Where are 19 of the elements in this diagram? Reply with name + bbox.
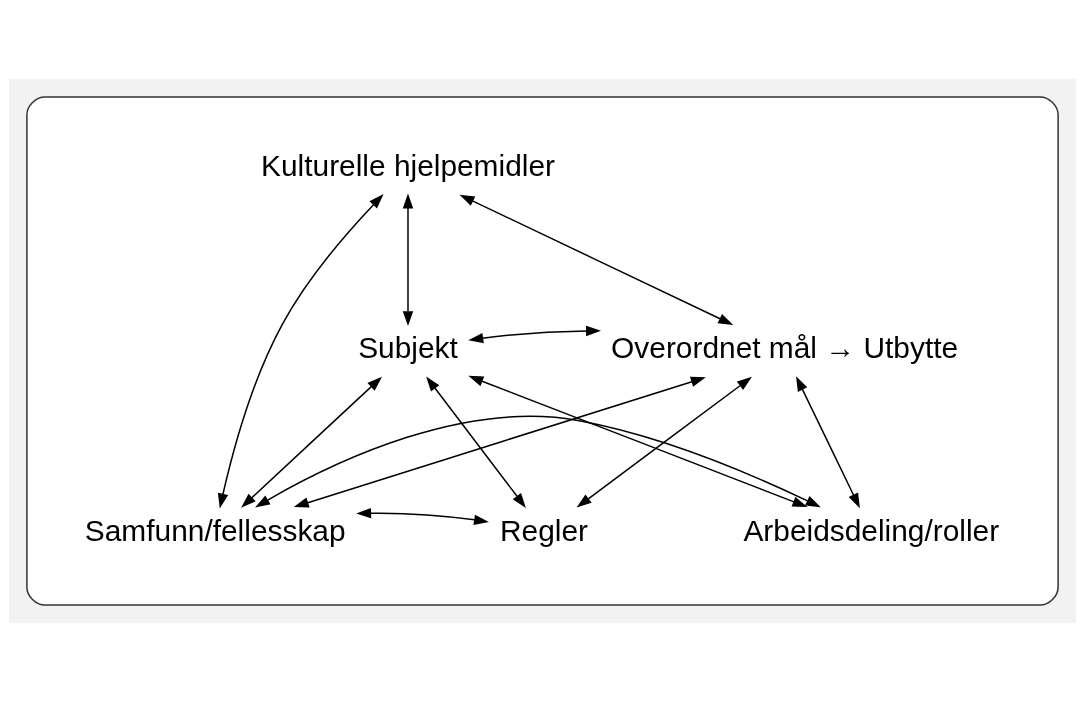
node-text: Regler [499,513,588,547]
arrow [293,376,706,508]
arrow [468,325,601,344]
arrow [241,376,383,508]
arrow [402,193,414,327]
node-text: Overordnet mål → Utbytte [611,331,959,365]
arrow [459,194,734,326]
arrow [356,507,489,525]
node-text: Arbeidsdeling/roller [743,513,1000,547]
arrow [255,415,821,508]
arrow [576,376,752,508]
node-text: Samfunn/fellesskap [84,513,346,547]
arrow [468,375,808,508]
arrow [426,376,526,508]
node-text: Subjekt [358,331,458,365]
arrow [217,194,384,509]
arrow [796,376,860,509]
cluster [26,96,1059,606]
node-text: Kulturelle hjelpemidler [261,149,555,183]
